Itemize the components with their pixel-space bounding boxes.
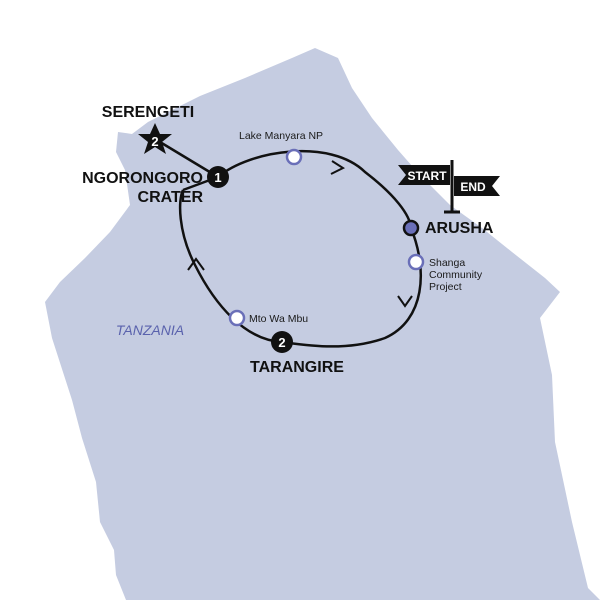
crater-label: CRATER bbox=[138, 189, 204, 206]
end-label: END bbox=[460, 180, 486, 194]
lake-manyara-stop bbox=[285, 148, 303, 166]
direction-arrow bbox=[397, 295, 413, 308]
country-label: TANZANIA bbox=[116, 322, 184, 338]
mto-wa-mbu-stop bbox=[228, 309, 246, 327]
mto-wa-mbu-label: Mto Wa Mbu bbox=[249, 313, 308, 325]
tarangire-marker: 2 bbox=[271, 331, 293, 353]
shanga-label-3: Project bbox=[429, 281, 462, 293]
direction-arrow bbox=[187, 257, 205, 271]
arusha-stop bbox=[402, 219, 420, 237]
end-flag bbox=[454, 176, 500, 196]
shanga-label-2: Community bbox=[429, 269, 483, 281]
tarangire-nights: 2 bbox=[278, 335, 285, 350]
tanzania-landmass bbox=[45, 48, 600, 600]
serengeti-star-marker: 2 bbox=[138, 123, 172, 154]
shanga-label-1: Shanga bbox=[429, 257, 465, 269]
serengeti-label: SERENGETI bbox=[102, 104, 194, 121]
start-label: START bbox=[407, 169, 447, 183]
lake-manyara-label: Lake Manyara NP bbox=[239, 130, 323, 142]
ngorongoro-marker: 1 bbox=[207, 166, 229, 188]
tarangire-label: TARANGIRE bbox=[250, 359, 344, 376]
serengeti-spur-line bbox=[154, 137, 219, 179]
route-loop bbox=[178, 149, 422, 348]
direction-arrow bbox=[330, 160, 346, 175]
start-flag bbox=[398, 165, 450, 185]
ngorongoro-nights: 1 bbox=[214, 170, 221, 185]
arusha-label: ARUSHA bbox=[425, 220, 494, 237]
ngorongoro-label: NGORONGORO bbox=[82, 170, 203, 187]
serengeti-nights: 2 bbox=[151, 134, 158, 149]
start-end-flag: START END bbox=[398, 160, 500, 214]
shanga-stop bbox=[407, 253, 425, 271]
